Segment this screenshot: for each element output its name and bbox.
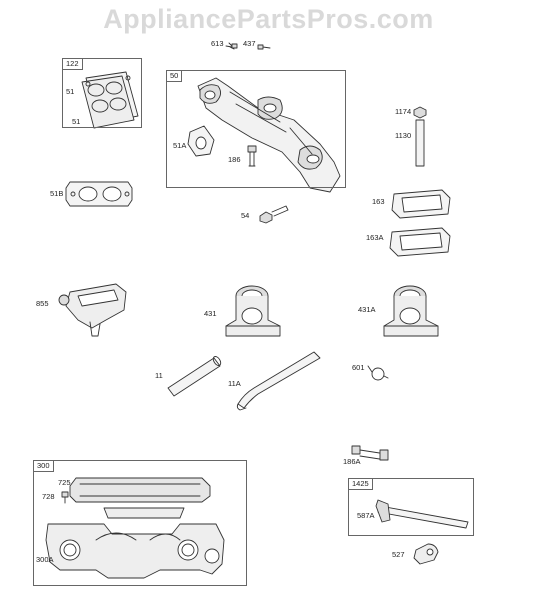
gasket-163-drawing <box>391 189 451 219</box>
screw-613-drawing <box>225 42 238 50</box>
watermark-text: AppliancePartsPros.com <box>103 4 434 34</box>
adapter-855-drawing <box>58 283 127 337</box>
part-label-51-top: 51 <box>66 87 75 96</box>
part-label-163A: 163A <box>366 233 384 242</box>
part-label-51-bottom: 51 <box>72 117 81 126</box>
throttle-body-431A-drawing <box>383 285 439 337</box>
group-label-1425: 1425 <box>348 478 373 490</box>
group-box-1425 <box>348 478 474 536</box>
stud-1130-drawing <box>415 119 425 167</box>
group-box-300 <box>33 460 247 586</box>
manifold-assembly-300-drawing <box>45 477 225 579</box>
bolt-54-drawing <box>259 205 289 224</box>
part-label-613: 613 <box>211 39 224 48</box>
part-label-163: 163 <box>372 197 385 206</box>
gasket-51B-drawing <box>65 181 133 207</box>
part-label-51B: 51B <box>50 189 64 198</box>
screw-728-drawing <box>61 491 69 504</box>
tube-11A-drawing <box>236 351 321 411</box>
intake-manifold-50-drawing <box>197 77 341 193</box>
part-label-855: 855 <box>36 299 49 308</box>
part-label-186A: 186A <box>343 457 361 466</box>
part-label-725: 725 <box>58 478 71 487</box>
part-label-1174: 1174 <box>395 107 412 116</box>
throttle-body-431-drawing <box>225 285 281 337</box>
part-label-431A: 431A <box>358 305 376 314</box>
fitting-186A-drawing <box>351 445 389 461</box>
part-label-437: 437 <box>243 39 256 48</box>
part-label-11A: 11A <box>228 379 241 388</box>
part-label-527: 527 <box>392 550 405 559</box>
part-label-54: 54 <box>241 211 250 220</box>
part-label-51A: 51A <box>173 141 187 150</box>
fitting-186-drawing <box>247 145 257 167</box>
clamp-601-drawing <box>367 365 389 381</box>
part-label-587A: 587A <box>357 511 375 520</box>
clip-527-drawing <box>413 543 439 565</box>
part-label-431: 431 <box>204 309 217 318</box>
group-box-50 <box>166 70 346 188</box>
part-label-728: 728 <box>42 492 55 501</box>
group-label-50: 50 <box>166 70 183 82</box>
screw-437-drawing <box>257 44 271 50</box>
nut-1174-drawing <box>413 106 427 119</box>
group-box-122 <box>62 58 142 128</box>
gasket-set-122-drawing <box>81 71 139 129</box>
tube-11-drawing <box>167 356 222 397</box>
part-label-1130: 1130 <box>395 131 412 140</box>
part-label-11: 11 <box>155 371 163 380</box>
group-label-300: 300 <box>33 460 54 472</box>
gasket-163A-drawing <box>389 227 451 257</box>
part-label-300A: 300A <box>36 555 54 564</box>
gasket-51A-drawing <box>187 125 215 157</box>
part-label-601: 601 <box>352 363 365 372</box>
group-label-122: 122 <box>62 58 83 70</box>
bracket-587A-drawing <box>375 499 469 529</box>
part-label-186: 186 <box>228 155 241 164</box>
